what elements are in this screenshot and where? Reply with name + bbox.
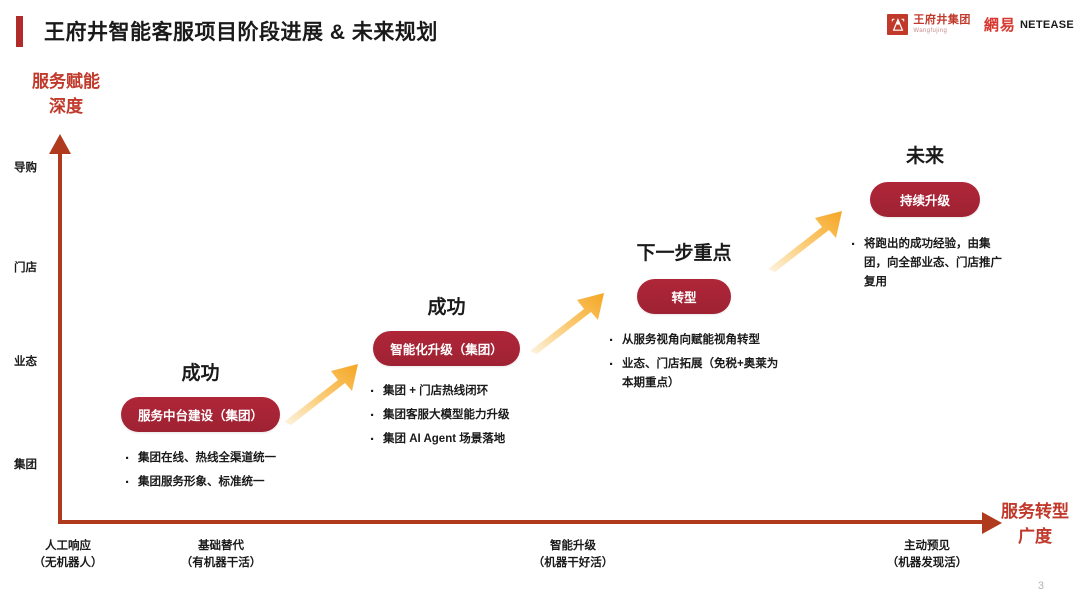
progress-arrow-3 xyxy=(766,205,848,273)
stage-3: 下一步重点 转型 从服务视角向赋能视角转型 业态、门店拓展（免税+奥莱为 本期重… xyxy=(608,238,830,398)
progress-arrow-2 xyxy=(528,287,610,355)
x-axis-tick-jichu: 基础替代 （有机器干活） xyxy=(181,538,262,571)
y-axis-tick-mendian: 门店 xyxy=(14,262,37,274)
stage-3-heading: 下一步重点 xyxy=(636,243,732,264)
page-number: 3 xyxy=(1037,580,1044,592)
wangfujing-logo-cn: 王府井集团 xyxy=(913,14,971,26)
stage-3-bullet-1: 从服务视角向赋能视角转型 xyxy=(608,330,830,351)
stage-1: 成功 服务中台建设（集团） 集团在线、热线全渠道统一 集团服务形象、标准统一 xyxy=(118,358,350,497)
progress-arrow-1 xyxy=(282,358,364,426)
netease-logo: 網易 NETEASE xyxy=(984,14,1074,35)
x-tick-sub: （无机器人） xyxy=(33,556,103,569)
wangfujing-logo: 王府井集团 Wangfujing xyxy=(887,14,971,35)
logo-group: 王府井集团 Wangfujing 網易 NETEASE xyxy=(887,14,1074,35)
stage-2-bullet-3: 集团 AI Agent 场景落地 xyxy=(369,429,603,450)
stage-2-heading: 成功 xyxy=(427,297,466,318)
stage-3-pill[interactable]: 转型 xyxy=(637,279,731,314)
stage-4-bullet-1: 将跑出的成功经验，由集 团，向全部业态、门店推广 复用 xyxy=(850,234,1025,292)
y-axis-title: 服务赋能 深度 xyxy=(32,72,100,116)
x-tick-sub: （有机器干活） xyxy=(180,556,262,569)
stage-1-pill[interactable]: 服务中台建设（集团） xyxy=(120,397,280,432)
x-axis-tick-zhineng: 智能升级 （机器干好活） xyxy=(533,538,614,571)
x-tick-main: 主动预见 xyxy=(904,540,950,552)
netease-logo-en: NETEASE xyxy=(1019,18,1074,31)
x-axis-arrowhead xyxy=(982,512,1002,534)
stage-1-heading: 成功 xyxy=(181,363,220,384)
stage-2-bullet-1: 集团 + 门店热线闭环 xyxy=(369,381,603,402)
y-axis-tick-jituan: 集团 xyxy=(14,459,37,471)
stage-3-bullet-2: 业态、门店拓展（免税+奥莱为 本期重点） xyxy=(608,354,830,393)
x-axis-title: 服务转型 广度 xyxy=(1001,502,1069,546)
y-axis-line xyxy=(58,152,62,524)
y-axis-tick-yetai: 业态 xyxy=(14,356,37,368)
x-tick-sub: （机器干好活） xyxy=(532,556,614,569)
stage-1-bullet-1: 集团在线、热线全渠道统一 xyxy=(124,448,350,469)
wangfujing-logo-en: Wangfujing xyxy=(913,28,948,34)
y-axis-arrowhead xyxy=(49,134,71,154)
stage-2: 成功 智能化升级（集团） 集团 + 门店热线闭环 集团客服大模型能力升级 集团 … xyxy=(363,297,603,454)
stage-2-bullet-2: 集团客服大模型能力升级 xyxy=(369,405,603,426)
stage-4-pill[interactable]: 持续升级 xyxy=(869,182,980,217)
page-title: 王府井智能客服项目阶段进展 & 未来规划 xyxy=(44,21,438,44)
x-tick-main: 智能升级 xyxy=(550,540,596,552)
stage-2-pill[interactable]: 智能化升级（集团） xyxy=(373,331,520,366)
wangfujing-mark-icon xyxy=(887,14,909,35)
x-tick-sub: （机器发现活） xyxy=(886,556,968,569)
stage-4: 未来 持续升级 将跑出的成功经验，由集 团，向全部业态、门店推广 复用 xyxy=(845,141,1025,297)
title-accent-bar xyxy=(16,16,23,47)
stage-4-heading: 未来 xyxy=(905,146,944,167)
y-axis-tick-daogou: 导购 xyxy=(14,162,37,174)
x-axis-tick-zhudong: 主动预见 （机器发现活） xyxy=(887,538,968,571)
x-axis-line xyxy=(58,520,988,524)
stage-1-bullet-2: 集团服务形象、标准统一 xyxy=(124,472,350,493)
netease-logo-cn: 網易 xyxy=(983,17,1016,34)
x-tick-main: 基础替代 xyxy=(198,540,244,552)
x-tick-main: 人工响应 xyxy=(45,540,91,552)
x-axis-tick-rengong: 人工响应 （无机器人） xyxy=(34,538,103,571)
